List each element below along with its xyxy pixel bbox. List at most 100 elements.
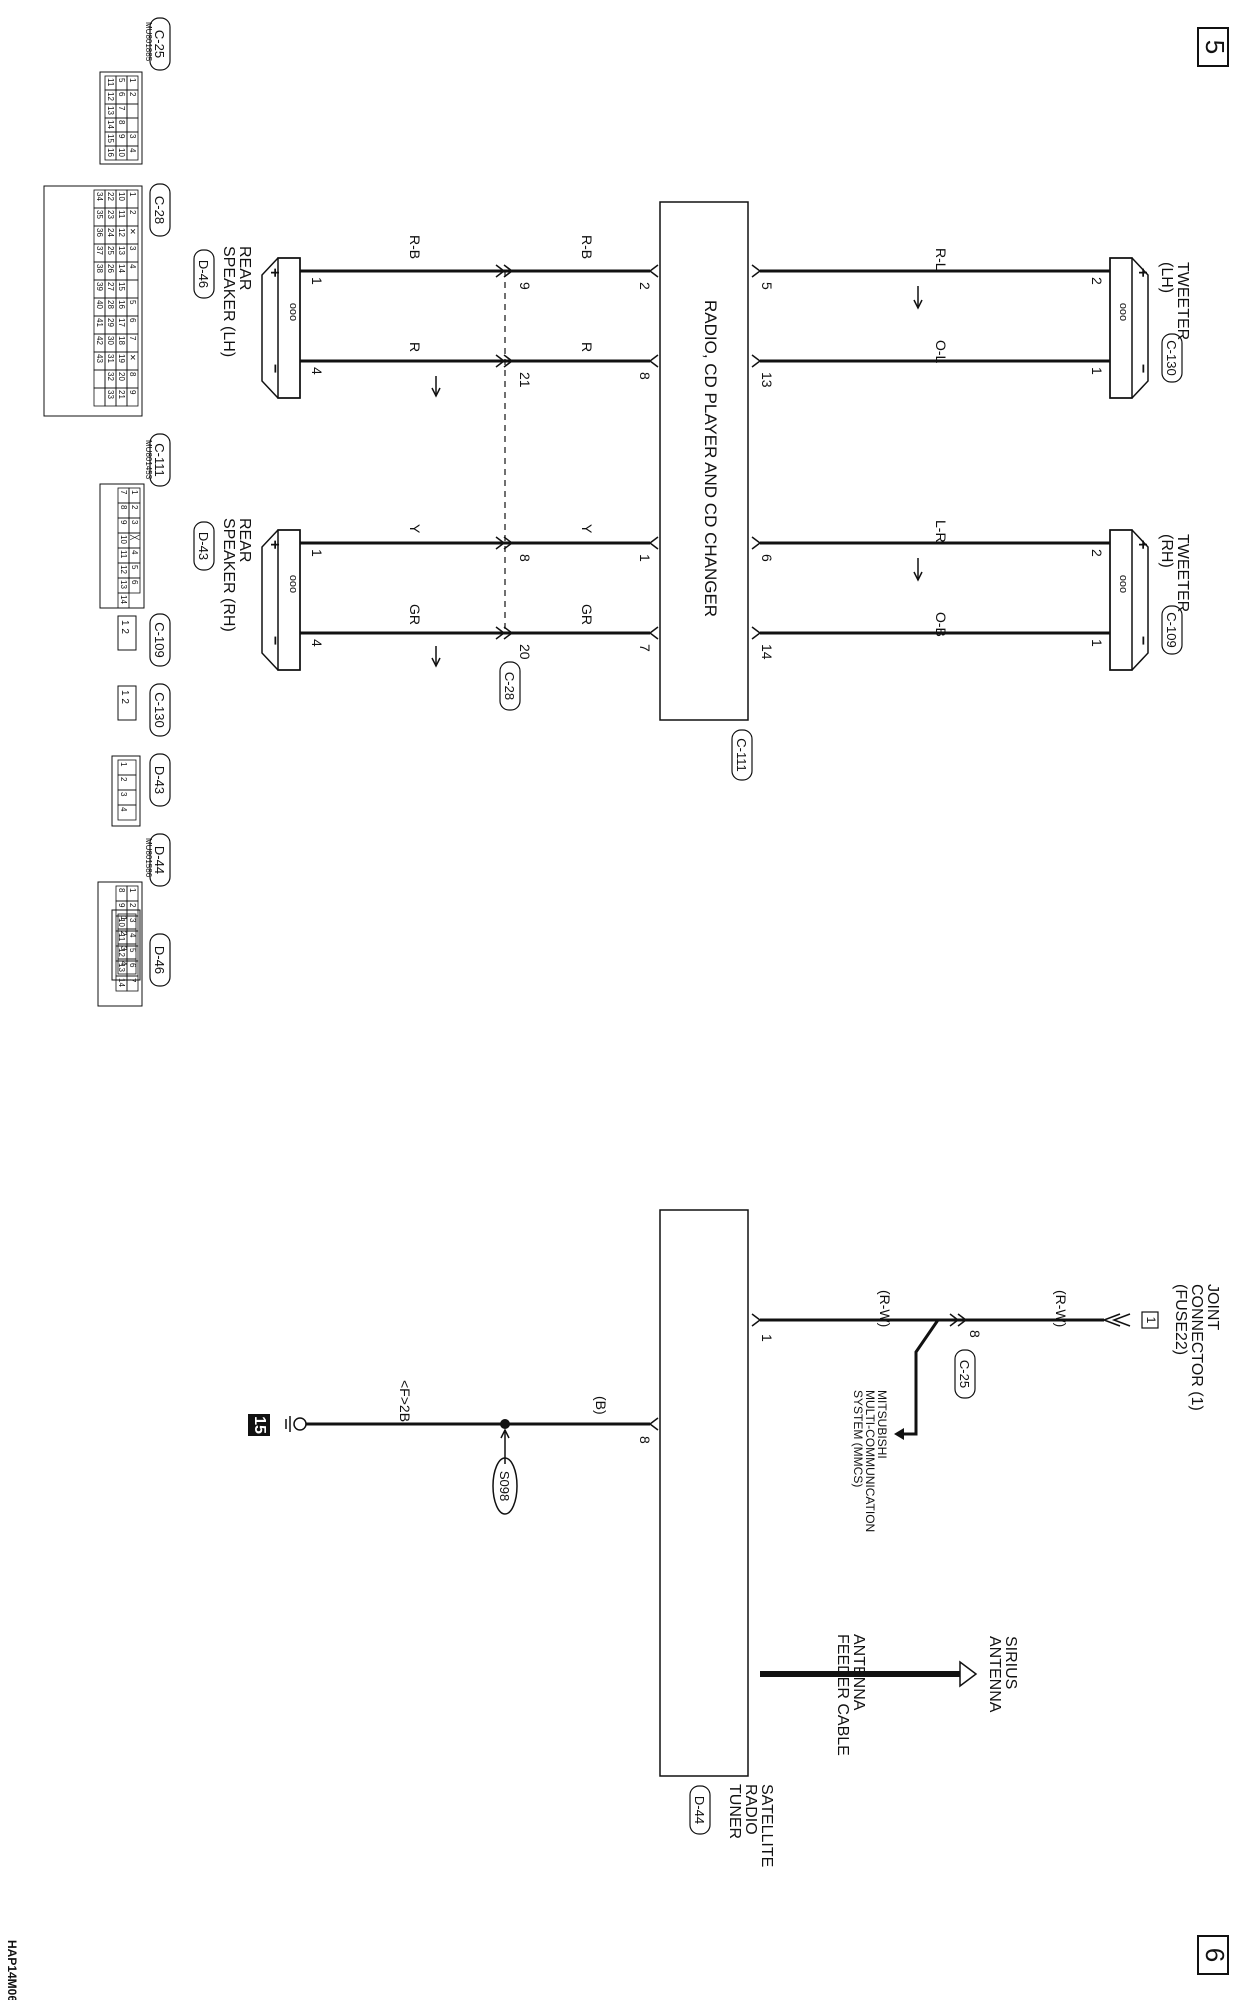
svg-text:MITSUBISHI: MITSUBISHI [875,1390,889,1459]
svg-text:+: + [1134,268,1151,277]
svg-text:−: − [266,364,283,373]
svg-text:C-109: C-109 [1164,612,1179,647]
legend-c28-pin: 31 [106,354,115,363]
svg-text:5: 5 [1200,40,1230,54]
legend-c28-pin: 38 [95,264,104,273]
legend-c25-id: C-25 [149,17,171,71]
svg-text:GR: GR [407,604,423,625]
legend-c25-pin: 2 [128,92,137,97]
legend-c109-pins: 1 2 [119,620,130,634]
svg-text:6: 6 [759,554,775,562]
splice-point [500,1419,510,1429]
legend-d46-id: D-46 [149,933,171,987]
svg-text:20: 20 [517,644,533,660]
legend-c28-pin: 13 [117,246,126,255]
legend-c111-pin: 2 [130,505,139,510]
legend-c111-pin: 5 [130,565,139,570]
svg-text:S098: S098 [497,1471,512,1501]
radio-cd-player-unit: RADIO, CD PLAYER AND CD CHANGER C-111 [659,201,753,781]
svg-text:GR: GR [579,604,595,625]
legend-c25-pin: 12 [106,92,115,101]
legend-c111-pin: 13 [119,580,128,589]
svg-text:4: 4 [309,639,325,647]
legend-c111-pin: 12 [119,565,128,574]
svg-text:C-28: C-28 [152,196,167,224]
page-number-top: 5 [1197,27,1230,67]
legend-c28-pin: 12 [117,228,126,237]
svg-text:9: 9 [517,282,533,290]
legend-c28-pin: 24 [106,228,115,237]
legend-c111-pin: 14 [119,595,128,604]
svg-text:JOINT: JOINT [1204,1284,1221,1330]
svg-text:8: 8 [517,554,533,562]
svg-text:+: + [1134,540,1151,549]
svg-text:D-44: D-44 [692,1796,707,1824]
svg-text:ooo: ooo [1117,303,1129,321]
svg-text:15: 15 [251,1416,268,1434]
image-code: HAP14M06CC [5,1940,19,2000]
legend-c28-pin: 32 [106,372,115,381]
legend-c28: C-2812✕34567✕891011121314151617181920212… [43,183,171,417]
legend-d46-pin: 3 [119,946,128,951]
legend-c28-pin: 4 [128,264,137,269]
svg-text:SPEAKER (LH): SPEAKER (LH) [220,246,237,357]
legend-d44-pin: 14 [117,978,126,987]
svg-text:D-46: D-46 [152,946,167,974]
legend-c111-pin: 10 [119,535,128,544]
svg-text:−: − [1134,636,1151,645]
tweeter-rh: ooo + − TWEETER (RH) C-109 2 1 [1089,529,1191,671]
legend-c25-pin: 1 [128,78,137,83]
legend-c28-pin: 3 [128,246,137,251]
svg-text:(RH): (RH) [1158,534,1175,568]
legend-c25-pin: 16 [106,148,115,157]
legend-d44-pin: 3 [128,918,137,923]
legend-c28-pin: 21 [117,390,126,399]
svg-text:Y: Y [579,524,595,534]
legend-c25-pin: 9 [117,134,126,139]
svg-text:ooo: ooo [1117,575,1129,593]
legend-c28-pin: 29 [106,318,115,327]
legend-c28-id: C-28 [149,183,171,237]
splice-label: S098 [492,1457,518,1515]
svg-text:+: + [266,540,283,549]
svg-text:SYSTEM (MMCS): SYSTEM (MMCS) [851,1390,865,1487]
legend-c28-pin: 14 [117,264,126,273]
svg-text:REAR: REAR [236,246,253,290]
legend-c28-pin: 16 [117,300,126,309]
legend-c25-pin: 8 [117,120,126,125]
legend-c28-pin: 39 [95,282,104,291]
legend-c28-pin: 11 [117,210,126,219]
legend-c111-pin: 4 [130,550,139,555]
svg-text:ANTENNA: ANTENNA [986,1636,1003,1713]
legend-d43-pin: 4 [119,807,128,812]
legend-d43-pin: 1 [119,762,128,767]
svg-text:4: 4 [309,367,325,375]
svg-text:1: 1 [1089,367,1105,375]
legend-c28-pin: 30 [106,336,115,345]
antenna-section: SIRIUS ANTENNA ANTENNA FEEDER CABLE [760,1634,1019,1756]
legend-c25-pin: 13 [106,106,115,115]
svg-text:FEEDER CABLE: FEEDER CABLE [834,1634,851,1756]
svg-text:R-B: R-B [407,235,423,259]
legend-d44-pin: 5 [128,948,137,953]
svg-text:TWEETER: TWEETER [1174,534,1191,612]
legend-c111-pin: 3 [130,520,139,525]
svg-text:R-L: R-L [933,248,949,271]
legend-c28-pin: ✕ [128,354,137,361]
legend-c28-pin: 33 [106,390,115,399]
svg-text:−: − [266,636,283,645]
ground-icon [293,1417,307,1431]
legend-c25-pin: 14 [106,120,115,129]
legend-c28-pin: 19 [117,354,126,363]
svg-text:MULTI-COMMUNICATION: MULTI-COMMUNICATION [863,1390,877,1532]
svg-text:(LH): (LH) [1158,262,1175,293]
svg-text:L-R: L-R [933,520,949,543]
rear-speaker-wires: 2 8 1 7 R-B R Y GR R-B R Y GR 9 21 8 20 … [300,235,659,711]
legend-c130-id: C-130 [149,683,171,737]
